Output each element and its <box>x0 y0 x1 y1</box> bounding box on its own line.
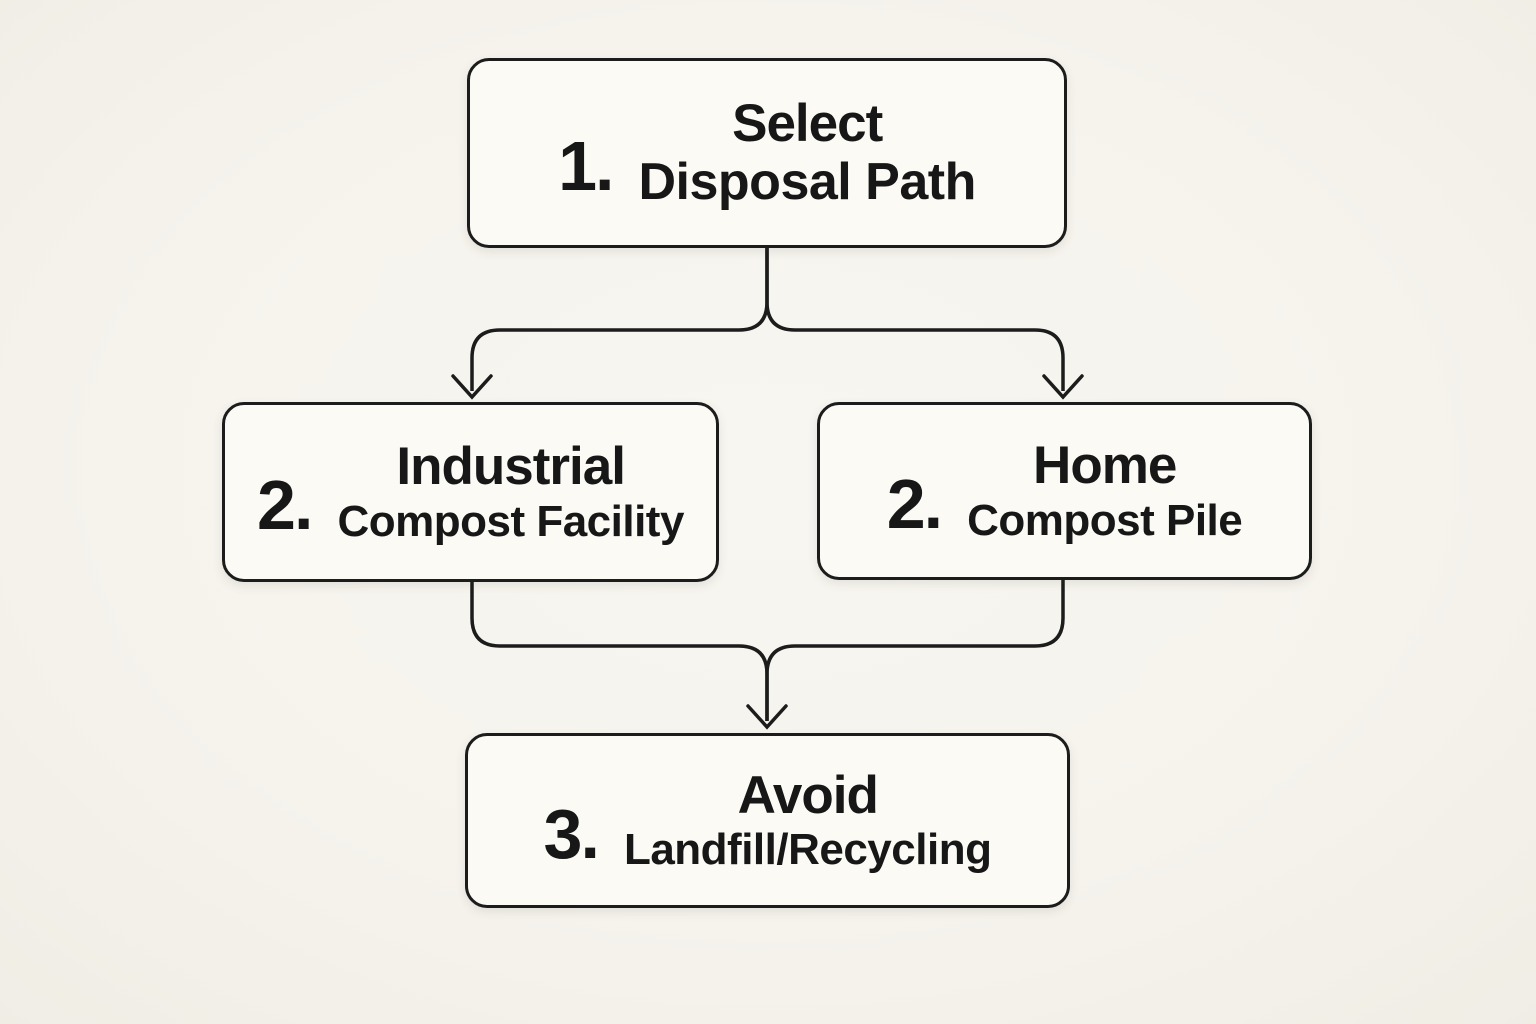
step-number: 2. <box>886 465 943 543</box>
node-title: Select <box>732 93 883 153</box>
node-label: Home Compost Pile <box>967 436 1243 545</box>
node-subtitle: Compost Facility <box>337 496 684 546</box>
node-subtitle: Landfill/Recycling <box>623 825 992 875</box>
step-number: 1. <box>558 127 614 205</box>
node-title: Avoid <box>737 765 879 825</box>
edge-select-to-industrial <box>470 246 769 391</box>
node-subtitle: Compost Pile <box>967 495 1243 545</box>
edge-industrial-to-avoid <box>470 581 769 721</box>
node-label: Select Disposal Path <box>638 93 977 212</box>
edge-home-to-avoid <box>765 579 1065 721</box>
node-title: Home <box>1033 436 1177 496</box>
flow-node-home-compost-pile: 2. Home Compost Pile <box>817 402 1312 580</box>
node-title: Industrial <box>396 437 626 497</box>
node-subtitle: Disposal Path <box>638 153 977 212</box>
arrowhead-into-avoid <box>746 704 788 730</box>
node-label: Avoid Landfill/Recycling <box>623 765 992 875</box>
flow-node-select-disposal-path: 1. Select Disposal Path <box>467 58 1067 248</box>
arrowhead-into-home <box>1042 374 1084 400</box>
edge-select-to-home <box>765 246 1065 391</box>
node-label: Industrial Compost Facility <box>337 437 684 546</box>
flow-node-avoid-landfill-recycling: 3. Avoid Landfill/Recycling <box>465 733 1070 908</box>
step-number: 3. <box>543 794 600 873</box>
flow-node-industrial-compost-facility: 2. Industrial Compost Facility <box>222 402 719 582</box>
arrowhead-into-industrial <box>451 374 493 400</box>
step-number: 2. <box>257 466 313 544</box>
